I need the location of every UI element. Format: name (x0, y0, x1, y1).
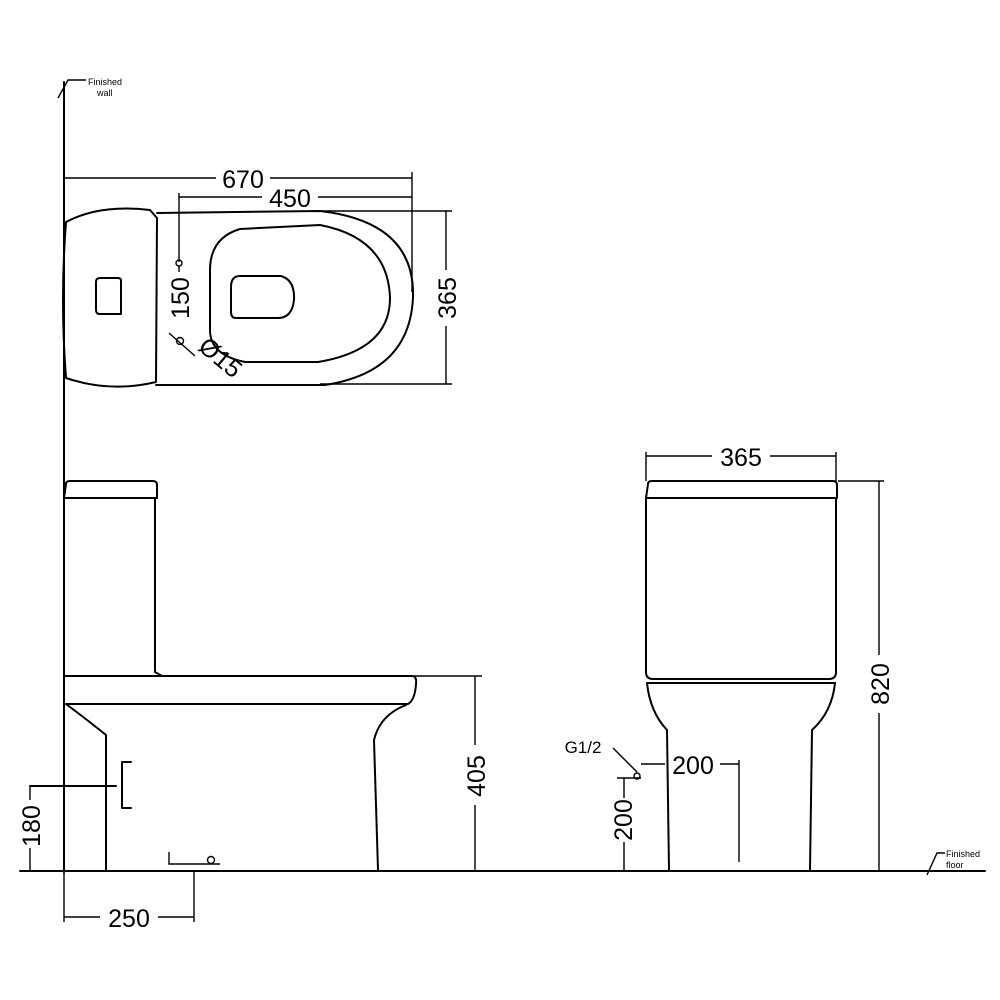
plan-dim-diameter: Ø15 (193, 332, 247, 384)
front-dim-200-vertical: 200 (610, 799, 638, 841)
side-outlet-marker (121, 761, 132, 809)
side-cistern-lid (63, 480, 158, 499)
side-foot-fixing-hole (206, 855, 216, 865)
side-pan-rim (63, 675, 418, 705)
front-cistern-lid (645, 480, 838, 499)
side-dim-405: 405 (463, 755, 491, 797)
front-dim-365: 365 (720, 444, 762, 472)
plan-dim-365: 365 (434, 277, 462, 319)
plan-flush-button (95, 277, 122, 315)
front-inlet-pipe (612, 747, 638, 773)
side-dim-250: 250 (108, 905, 150, 933)
side-foot-fixing (168, 852, 220, 865)
plan-view: 670 450 365 150 Ø15 (62, 166, 462, 388)
front-view: 365 820 200 200 G1/2 (565, 444, 895, 871)
front-inlet-pipe-end (633, 772, 641, 780)
front-cistern-body (645, 497, 837, 680)
front-dim-820: 820 (867, 663, 895, 705)
finished-wall-label-2: wall (96, 88, 113, 98)
side-cistern-body (63, 497, 163, 677)
finished-wall-leader (57, 79, 86, 99)
front-dim-200-horizontal: 200 (672, 752, 714, 780)
plan-bowl (230, 275, 296, 319)
plan-pan-outline (155, 210, 415, 386)
plan-inlet-symbol-2 (175, 336, 185, 346)
front-inlet-thread-label: G1/2 (565, 738, 602, 757)
plan-dim-150: 150 (167, 277, 195, 319)
plan-dim-450: 450 (269, 185, 311, 213)
side-pan-base (65, 703, 407, 871)
finished-floor-leader (926, 852, 945, 876)
finished-floor-label-2: floor (946, 860, 964, 870)
finished-wall-label: Finished (88, 77, 122, 87)
side-dim-180: 180 (18, 805, 46, 847)
finished-floor-label: Finished (946, 849, 980, 859)
plan-inlet-leader (168, 332, 196, 357)
plan-cistern (62, 207, 158, 388)
side-view: 405 180 250 (18, 480, 491, 933)
plan-seat-opening (209, 224, 391, 363)
front-pedestal (646, 682, 836, 871)
plan-dim-670: 670 (222, 166, 264, 194)
